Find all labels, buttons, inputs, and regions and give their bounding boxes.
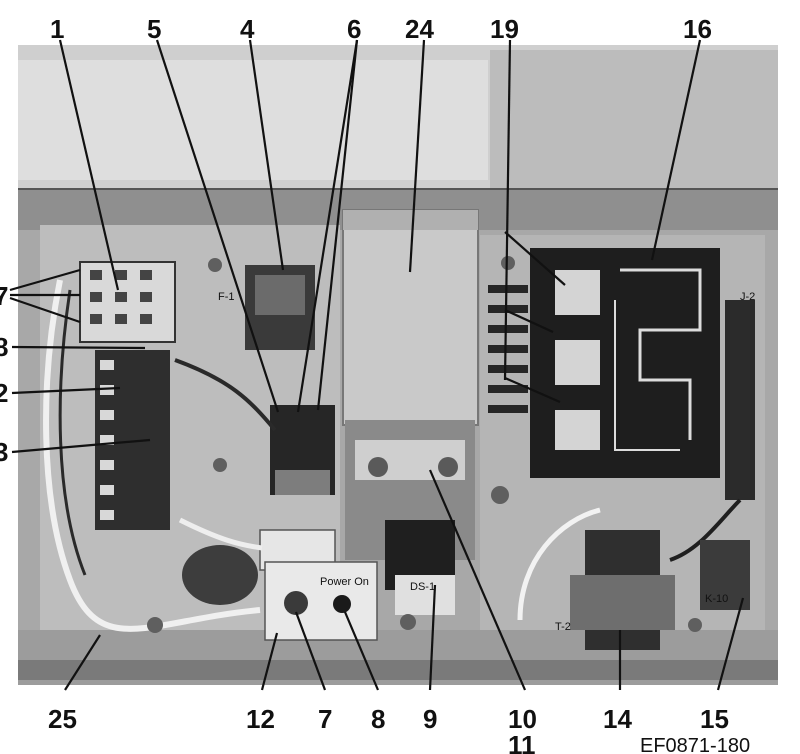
callout-6: 6	[347, 14, 361, 44]
callout-numbers: 1 5 4 6 24 19 16 7 8 2 3 25 12 7 8 9 10 …	[0, 14, 729, 754]
label-ds1: DS-1	[410, 581, 435, 593]
label-power-on: Power On	[320, 576, 369, 588]
callout-24: 24	[405, 14, 434, 44]
wire-bundle-left	[43, 279, 261, 632]
filter-choke	[182, 545, 258, 605]
bracket-screw-left	[368, 457, 388, 477]
lid-panel	[18, 60, 488, 180]
label-t2: T-2	[555, 621, 571, 633]
callout-5: 5	[147, 14, 161, 44]
power-on-lamp	[333, 595, 351, 613]
callout-25: 25	[48, 704, 77, 734]
callout-16: 16	[683, 14, 712, 44]
callout-12: 12	[246, 704, 275, 734]
bracket-screw-right	[438, 457, 458, 477]
label-k10: K-10	[705, 593, 728, 605]
callout-9: 9	[423, 704, 437, 734]
callout-7-left: 7	[0, 281, 8, 311]
label-f1: F-1	[218, 291, 235, 303]
relay-k1	[555, 270, 600, 315]
relay-k2	[555, 340, 600, 385]
wire-bundle-right	[517, 507, 601, 621]
callout-19: 19	[490, 14, 519, 44]
relay-k10	[700, 540, 750, 610]
callout-8-bottom: 8	[371, 704, 385, 734]
callout-14: 14	[603, 704, 632, 734]
callout-8-left: 8	[0, 332, 8, 362]
heat-sink	[488, 285, 528, 413]
callout-2: 2	[0, 378, 8, 408]
callout-15: 15	[700, 704, 729, 734]
power-switch-panel	[264, 561, 378, 641]
connector-j2	[725, 300, 755, 500]
capacitor-cylinder	[342, 209, 479, 426]
figure-id: EF0871-180	[640, 735, 750, 754]
callout-11: 11	[508, 730, 536, 754]
leader-lines	[9, 39, 745, 691]
callout-7-bottom: 7	[318, 704, 332, 734]
relay-k3	[555, 410, 600, 450]
equipment-photo: F-1 DS-1 Power On	[18, 45, 778, 685]
callout-1: 1	[50, 14, 64, 44]
callout-3: 3	[0, 437, 8, 467]
callout-10: 10	[508, 704, 537, 734]
callout-4: 4	[240, 14, 255, 44]
power-switch-knob	[284, 591, 308, 615]
